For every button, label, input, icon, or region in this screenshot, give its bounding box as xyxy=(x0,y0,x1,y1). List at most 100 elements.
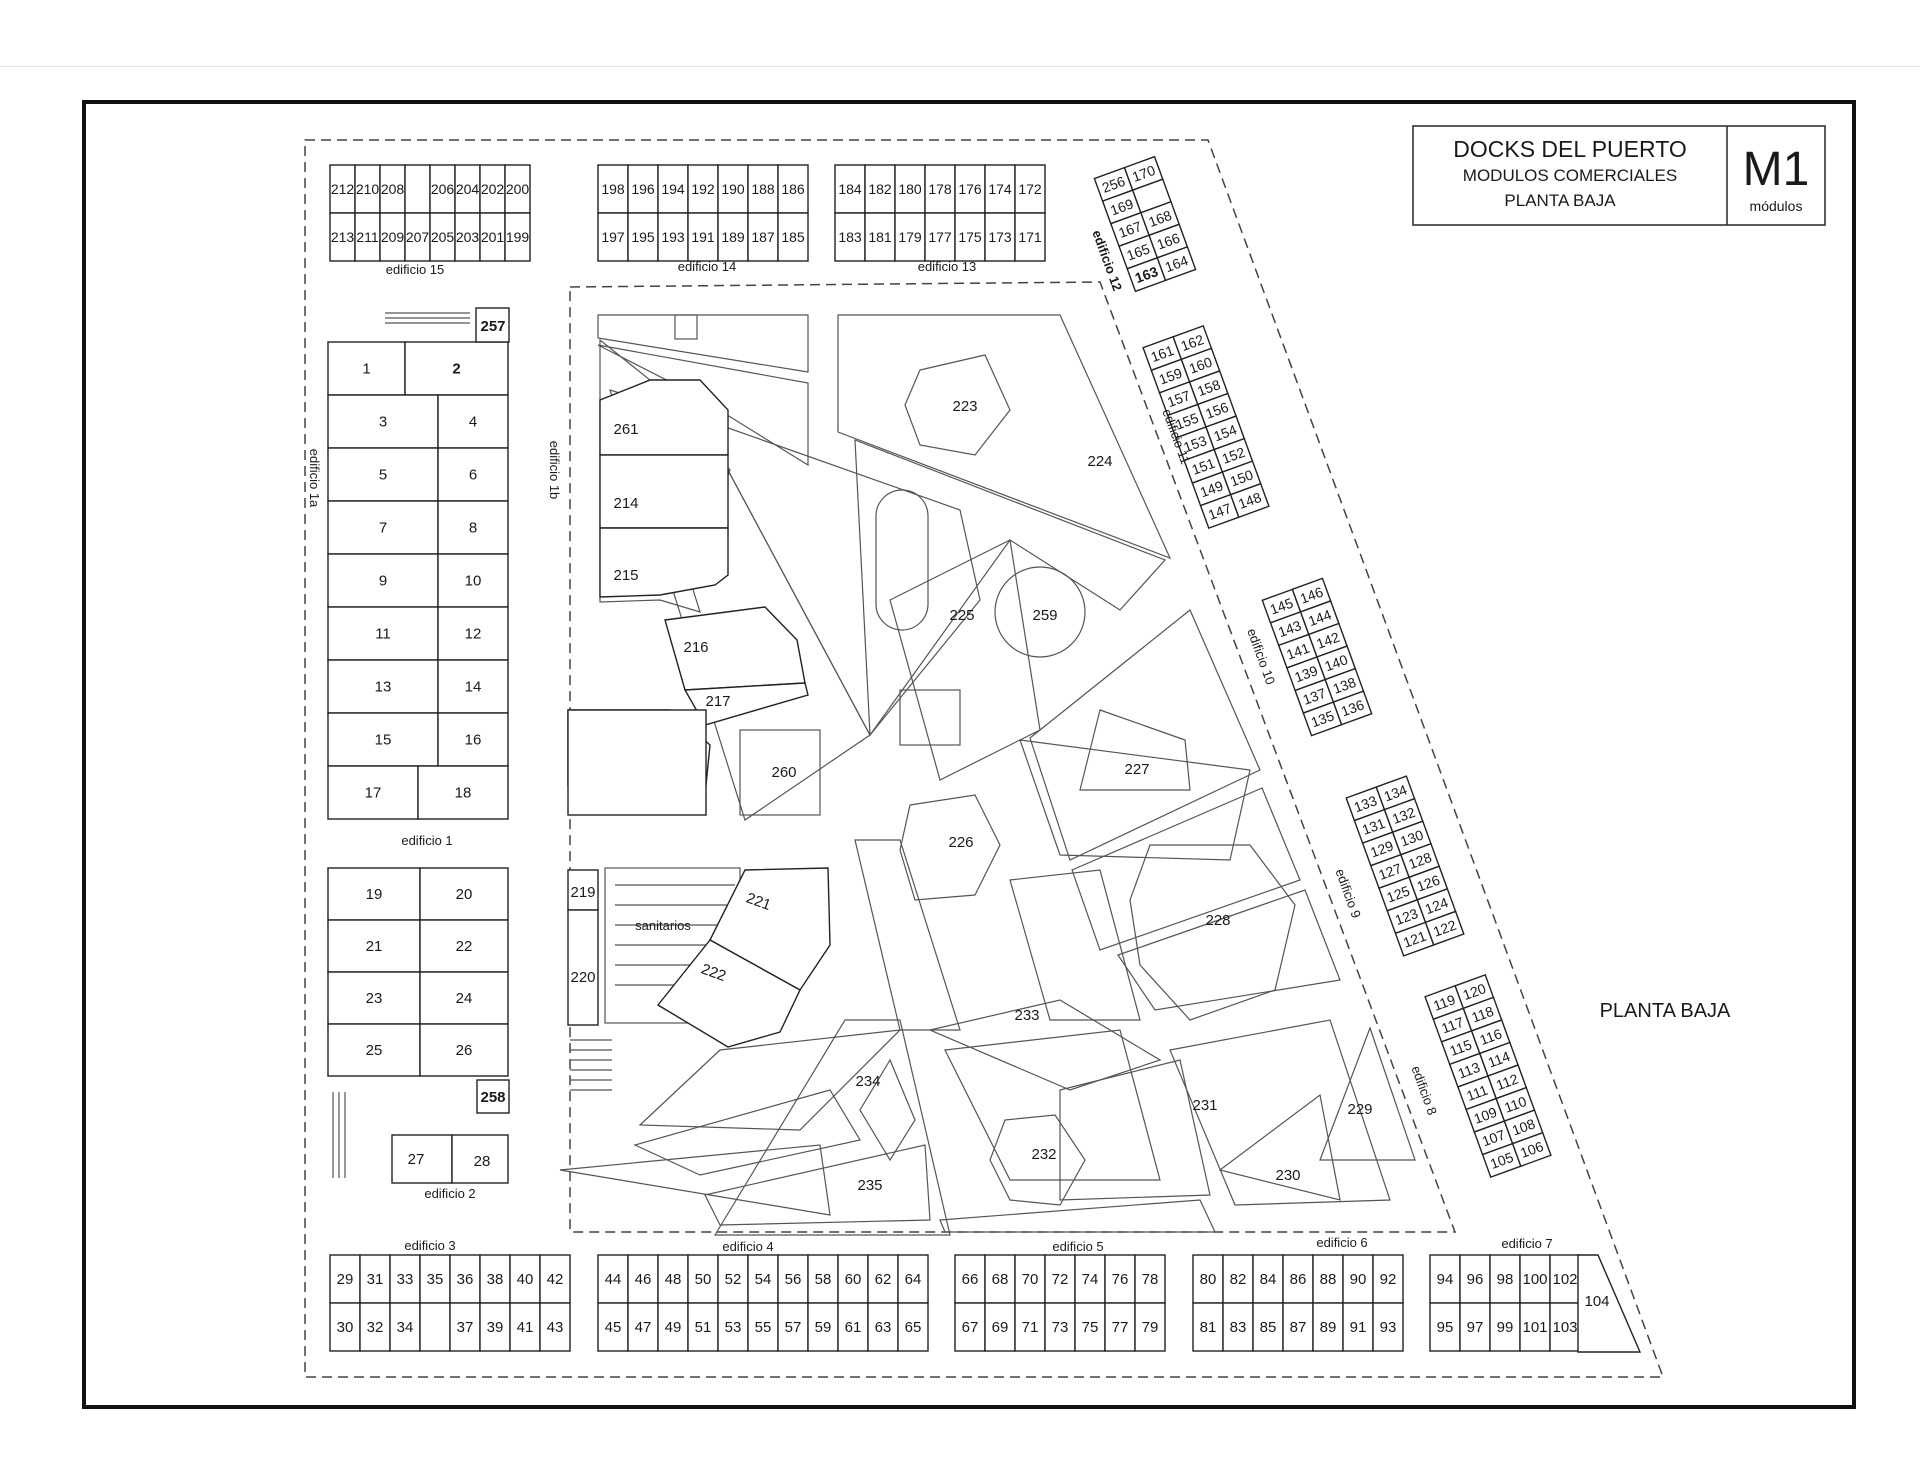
unit-229[interactable]: 229 xyxy=(1347,1101,1372,1118)
unit-blank[interactable] xyxy=(404,164,431,214)
unit-222[interactable]: 222 xyxy=(656,939,801,1048)
unit-4[interactable]: 4 xyxy=(437,394,509,449)
unit-231[interactable]: 231 xyxy=(1192,1097,1217,1114)
unit-132[interactable]: 132 xyxy=(1383,797,1424,834)
unit-232[interactable]: 232 xyxy=(1031,1146,1056,1163)
unit-227[interactable]: 227 xyxy=(1124,761,1149,778)
unit-49[interactable]: 49 xyxy=(657,1302,689,1352)
unit-146[interactable]: 146 xyxy=(1291,577,1332,613)
unit-52[interactable]: 52 xyxy=(717,1254,749,1304)
unit-261[interactable]: 261 xyxy=(599,379,729,456)
unit-163[interactable]: 163 xyxy=(1126,256,1167,293)
unit-195[interactable]: 195 xyxy=(627,212,659,262)
unit-142[interactable]: 142 xyxy=(1307,622,1348,658)
unit-172[interactable]: 172 xyxy=(1014,164,1046,214)
unit-212[interactable]: 212 xyxy=(329,164,356,214)
unit-215[interactable]: 215 xyxy=(599,527,729,598)
unit-126[interactable]: 126 xyxy=(1408,865,1449,901)
unit-134[interactable]: 134 xyxy=(1375,775,1416,811)
unit-74[interactable]: 74 xyxy=(1074,1254,1106,1304)
unit-164[interactable]: 164 xyxy=(1156,245,1197,282)
unit-37[interactable]: 37 xyxy=(449,1302,481,1352)
unit-260[interactable]: 260 xyxy=(771,764,796,781)
unit-85[interactable]: 85 xyxy=(1252,1302,1284,1352)
unit-18[interactable]: 18 xyxy=(417,765,509,820)
unit-29[interactable]: 29 xyxy=(329,1254,361,1304)
unit-43[interactable]: 43 xyxy=(539,1302,571,1352)
unit-139[interactable]: 139 xyxy=(1286,656,1327,692)
unit-13[interactable]: 13 xyxy=(327,659,439,714)
unit-31[interactable]: 31 xyxy=(359,1254,391,1304)
unit-145[interactable]: 145 xyxy=(1261,588,1302,624)
unit-144[interactable]: 144 xyxy=(1299,600,1340,636)
unit-46[interactable]: 46 xyxy=(627,1254,659,1304)
unit-168[interactable]: 168 xyxy=(1139,200,1181,237)
unit-35[interactable]: 35 xyxy=(419,1254,451,1304)
unit-155[interactable]: 155 xyxy=(1166,403,1207,439)
unit-87[interactable]: 87 xyxy=(1282,1302,1314,1352)
unit-136[interactable]: 136 xyxy=(1332,690,1373,726)
unit-59[interactable]: 59 xyxy=(807,1302,839,1352)
unit-128[interactable]: 128 xyxy=(1399,842,1441,879)
unit-149[interactable]: 149 xyxy=(1191,471,1232,507)
unit-97[interactable]: 97 xyxy=(1459,1302,1491,1352)
unit-198[interactable]: 198 xyxy=(597,164,629,214)
unit-33[interactable]: 33 xyxy=(389,1254,421,1304)
unit-204[interactable]: 204 xyxy=(454,164,481,214)
unit-210[interactable]: 210 xyxy=(354,164,381,214)
unit-108[interactable]: 108 xyxy=(1503,1109,1544,1145)
unit-62[interactable]: 62 xyxy=(867,1254,899,1304)
unit-79[interactable]: 79 xyxy=(1134,1302,1166,1352)
unit-14[interactable]: 14 xyxy=(437,659,509,714)
unit-224[interactable]: 224 xyxy=(1087,453,1112,470)
unit-80[interactable]: 80 xyxy=(1192,1254,1224,1304)
unit-171[interactable]: 171 xyxy=(1014,212,1046,262)
unit-157[interactable]: 157 xyxy=(1158,380,1199,417)
unit-153[interactable]: 153 xyxy=(1175,426,1216,462)
unit-61[interactable]: 61 xyxy=(837,1302,869,1352)
unit-156[interactable]: 156 xyxy=(1196,392,1237,428)
unit-166[interactable]: 166 xyxy=(1148,223,1189,259)
unit-130[interactable]: 130 xyxy=(1391,820,1432,856)
unit-68[interactable]: 68 xyxy=(984,1254,1016,1304)
unit-88[interactable]: 88 xyxy=(1312,1254,1344,1304)
unit-25[interactable]: 25 xyxy=(327,1023,421,1077)
unit-64[interactable]: 64 xyxy=(897,1254,929,1304)
unit-blank[interactable] xyxy=(419,1302,451,1352)
unit-71[interactable]: 71 xyxy=(1014,1302,1046,1352)
unit-55[interactable]: 55 xyxy=(747,1302,779,1352)
unit-115[interactable]: 115 xyxy=(1440,1029,1481,1066)
unit-170[interactable]: 170 xyxy=(1123,155,1164,192)
unit-60[interactable]: 60 xyxy=(837,1254,869,1304)
unit-101[interactable]: 101 xyxy=(1519,1302,1551,1352)
unit-259[interactable]: 259 xyxy=(1032,607,1057,624)
unit-121[interactable]: 121 xyxy=(1394,921,1435,957)
unit-28[interactable]: 28 xyxy=(451,1134,509,1184)
unit-42[interactable]: 42 xyxy=(539,1254,571,1304)
unit-258[interactable]: 258 xyxy=(476,1079,510,1114)
unit-188[interactable]: 188 xyxy=(747,164,779,214)
unit-56[interactable]: 56 xyxy=(777,1254,809,1304)
unit-72[interactable]: 72 xyxy=(1044,1254,1076,1304)
unit-63[interactable]: 63 xyxy=(867,1302,899,1352)
unit-173[interactable]: 173 xyxy=(984,212,1016,262)
unit-12[interactable]: 12 xyxy=(437,606,509,661)
unit-216[interactable]: 216 xyxy=(664,606,806,691)
unit-109[interactable]: 109 xyxy=(1465,1097,1506,1133)
unit-116[interactable]: 116 xyxy=(1470,1019,1511,1055)
unit-81[interactable]: 81 xyxy=(1192,1302,1224,1352)
unit-182[interactable]: 182 xyxy=(864,164,896,214)
unit-174[interactable]: 174 xyxy=(984,164,1016,214)
unit-187[interactable]: 187 xyxy=(747,212,779,262)
unit-21[interactable]: 21 xyxy=(327,919,421,973)
unit-143[interactable]: 143 xyxy=(1269,610,1310,647)
unit-78[interactable]: 78 xyxy=(1134,1254,1166,1304)
unit-11[interactable]: 11 xyxy=(327,606,439,661)
unit-122[interactable]: 122 xyxy=(1424,910,1465,946)
unit-69[interactable]: 69 xyxy=(984,1302,1016,1352)
unit-207[interactable]: 207 xyxy=(404,212,431,262)
unit-213[interactable]: 213 xyxy=(329,212,356,262)
unit-26[interactable]: 26 xyxy=(419,1023,509,1077)
unit-58[interactable]: 58 xyxy=(807,1254,839,1304)
unit-47[interactable]: 47 xyxy=(627,1302,659,1352)
